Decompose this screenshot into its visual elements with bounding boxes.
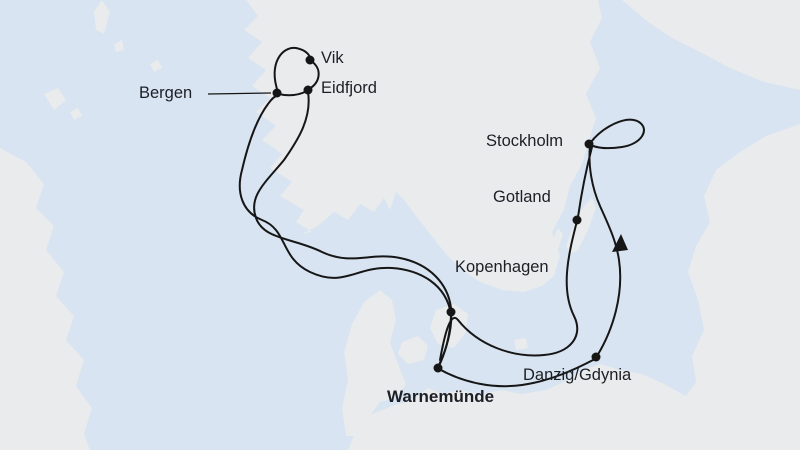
island-shetland bbox=[94, 0, 110, 34]
port-label-vik: Vik bbox=[321, 49, 344, 67]
island-oland bbox=[544, 228, 563, 268]
port-dot-layer bbox=[272, 55, 601, 373]
landmass-great-britain bbox=[0, 148, 92, 450]
route-direction-arrow bbox=[612, 234, 628, 252]
port-dot-stockholm bbox=[584, 139, 594, 149]
island-bornholm bbox=[514, 338, 528, 350]
island-orkney bbox=[44, 88, 66, 110]
route-kopenhagen-norway-outbound bbox=[238, 93, 452, 315]
island-shetland-small bbox=[114, 40, 124, 52]
landmass-finland bbox=[622, 0, 800, 90]
route-stockholm-loop bbox=[590, 118, 645, 150]
port-label-bergen: Bergen bbox=[139, 84, 193, 102]
island-funen bbox=[398, 336, 428, 364]
port-dot-danzig bbox=[591, 352, 601, 362]
port-label-stockholm: Stockholm bbox=[486, 132, 564, 150]
island-gotland bbox=[566, 198, 596, 254]
port-dot-warnemuende bbox=[433, 363, 443, 373]
port-label-kopenhagen: Kopenhagen bbox=[455, 258, 549, 276]
port-dot-bergen bbox=[272, 88, 282, 98]
port-label-danzig: Danzig/Gdynia bbox=[523, 366, 632, 384]
landmass-scandinavia bbox=[244, 0, 602, 292]
port-label-eidfjord: Eidfjord bbox=[321, 79, 377, 97]
route-bergen-vik bbox=[273, 46, 311, 93]
route-danzig-stockholm bbox=[588, 145, 622, 357]
port-dot-gotland bbox=[572, 215, 582, 225]
port-dot-kopenhagen bbox=[446, 307, 456, 317]
route-stockholm-gotland bbox=[577, 146, 593, 218]
route-warnemuende-danzig bbox=[438, 358, 596, 388]
route-gotland-warnemuende bbox=[439, 220, 579, 361]
bergen-leader-line bbox=[207, 92, 272, 95]
port-dot-vik bbox=[305, 55, 315, 65]
port-dot-eidfjord bbox=[303, 85, 313, 95]
island-orkney-small bbox=[70, 108, 82, 120]
landmass-jutland bbox=[342, 290, 406, 436]
port-label-gotland: Gotland bbox=[493, 188, 551, 206]
port-label-warnemuende: Warnemünde bbox=[387, 387, 495, 406]
landmass-southern-baltic-coast bbox=[348, 124, 800, 450]
route-norway-warnemuende-return bbox=[253, 91, 453, 366]
island-faroe bbox=[150, 60, 162, 72]
